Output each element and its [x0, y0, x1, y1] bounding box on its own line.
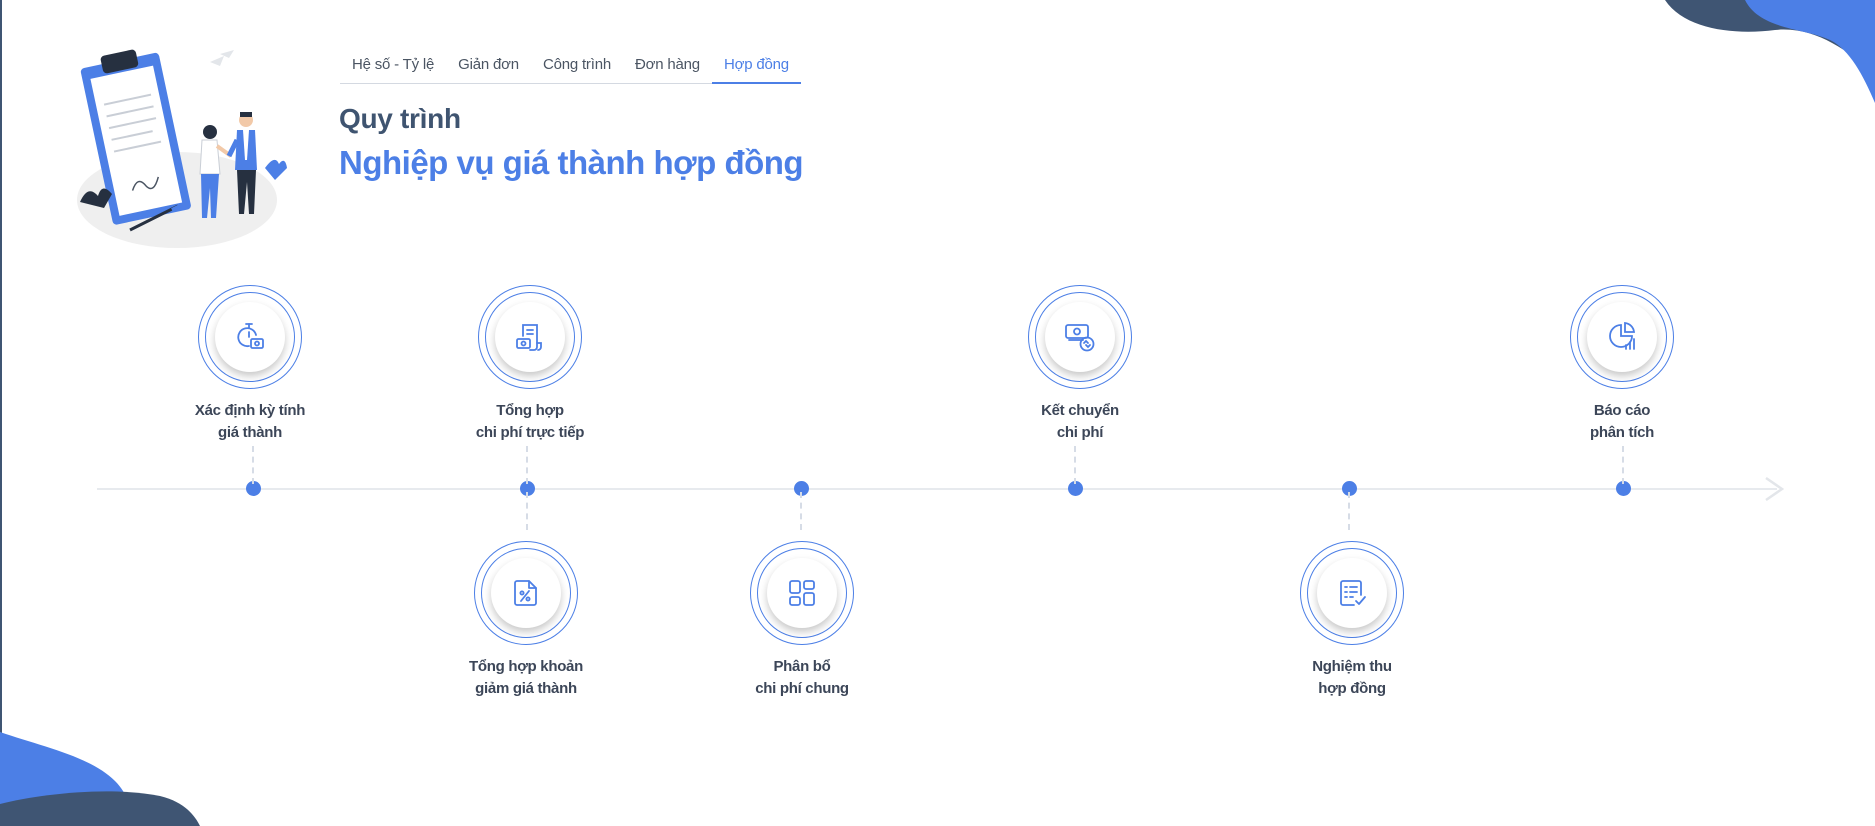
- decorative-wave-bottom-left: [0, 732, 200, 826]
- timeline-stem-1: [252, 446, 254, 484]
- tab-don-hang[interactable]: Đơn hàng: [634, 56, 700, 73]
- step-icon-ring: [1300, 541, 1404, 645]
- step-icon-ring: [1570, 285, 1674, 389]
- step-icon-ring: [478, 285, 582, 389]
- left-border: [0, 0, 2, 826]
- pie-chart-icon: [1609, 322, 1635, 350]
- timeline-dot-5: [1342, 481, 1357, 496]
- timeline-arrow-icon: [1765, 477, 1785, 501]
- checklist-icon: [1340, 580, 1366, 606]
- page-title: Nghiệp vụ giá thành hợp đồng: [339, 144, 804, 181]
- timeline-dot-4: [1068, 481, 1083, 496]
- timeline-line: [97, 488, 1777, 490]
- timeline-dot-1: [246, 481, 261, 496]
- grid-layout-icon: [789, 580, 815, 606]
- timeline-stem-2-up: [526, 446, 528, 484]
- timeline-dot-3: [794, 481, 809, 496]
- tab-cong-trinh[interactable]: Công trình: [542, 56, 611, 73]
- receipt-cash-icon: [516, 324, 542, 351]
- timeline-stem-2-down: [526, 492, 528, 530]
- step-icon-ring: [474, 541, 578, 645]
- timeline-stem-3: [800, 492, 802, 530]
- tab-hop-dong[interactable]: Hợp đồng: [711, 50, 801, 84]
- timeline-stem-6: [1622, 446, 1624, 484]
- process-tabs: Hệ số - Tỷ lệ Giản đơn Công trình Đơn hà…: [340, 50, 801, 84]
- handshake-contract-illustration: [77, 49, 287, 248]
- page-subtitle: Quy trình: [339, 103, 461, 134]
- decorative-wave-top-right: [1665, 0, 1875, 103]
- timeline-dot-2: [520, 481, 535, 496]
- step-icon-ring: [750, 541, 854, 645]
- timeline-stem-4: [1074, 446, 1076, 484]
- tab-gian-don[interactable]: Giản đơn: [458, 56, 519, 73]
- timeline-stem-5: [1348, 492, 1350, 530]
- stopwatch-cash-icon: [237, 323, 264, 349]
- step-icon-ring: [1028, 285, 1132, 389]
- tab-he-so-ty-le[interactable]: Hệ số - Tỷ lệ: [352, 56, 435, 73]
- timeline-dot-6: [1616, 481, 1631, 496]
- money-transfer-icon: [1065, 324, 1095, 352]
- step-icon-ring: [198, 285, 302, 389]
- discount-document-icon: [514, 580, 537, 606]
